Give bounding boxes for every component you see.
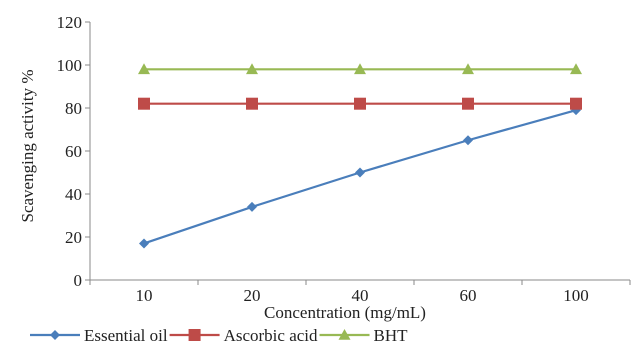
y-tick-label: 0: [74, 271, 83, 290]
legend-item-bht: BHT: [319, 326, 409, 345]
data-point-essential-oil: [247, 201, 257, 212]
y-tick-label: 120: [57, 13, 83, 32]
legend-item-essential-oil: Essential oil: [30, 326, 168, 345]
data-point-ascorbic-acid: [246, 97, 258, 110]
legend-marker: [50, 330, 60, 340]
legend-marker: [188, 329, 201, 341]
series-ascorbic-acid: [138, 97, 582, 110]
data-point-bht: [246, 63, 258, 75]
data-point-ascorbic-acid: [138, 97, 150, 110]
y-tick-label: 40: [65, 185, 82, 204]
data-point-ascorbic-acid: [570, 97, 582, 110]
x-tick-label: 10: [136, 286, 153, 305]
data-point-bht: [354, 63, 366, 75]
y-axis-title: Scavenging activity %: [18, 70, 37, 223]
data-point-essential-oil: [355, 167, 365, 178]
legend-label: BHT: [374, 326, 409, 345]
data-point-bht: [462, 63, 474, 75]
y-tick-label: 20: [65, 228, 82, 247]
data-point-ascorbic-acid: [354, 97, 366, 110]
x-tick-label: 100: [563, 286, 589, 305]
legend: Essential oil Ascorbic acid BHT: [30, 326, 408, 345]
legend-marker: [338, 329, 351, 340]
x-tick-label: 40: [352, 286, 369, 305]
y-tick-label: 100: [57, 56, 83, 75]
data-point-essential-oil: [463, 135, 473, 146]
data-point-bht: [138, 63, 150, 75]
series-essential-oil: [139, 105, 581, 249]
data-point-bht: [570, 63, 582, 75]
legend-label: Essential oil: [84, 326, 168, 345]
data-point-essential-oil: [139, 238, 149, 249]
legend-label: Ascorbic acid: [224, 326, 318, 345]
y-axis: 0 20 40 60 80 100 120: [57, 13, 91, 290]
x-axis: 10 20 40 60 100: [89, 279, 631, 305]
y-tick-label: 80: [65, 99, 82, 118]
y-tick-label: 60: [65, 142, 82, 161]
x-tick-label: 60: [460, 286, 477, 305]
x-axis-title: Concentration (mg/mL): [264, 303, 426, 322]
x-tick-label: 20: [244, 286, 261, 305]
series: [138, 63, 582, 249]
legend-item-ascorbic-acid: Ascorbic acid: [169, 326, 318, 345]
series-bht: [138, 63, 582, 75]
data-point-ascorbic-acid: [462, 97, 474, 110]
